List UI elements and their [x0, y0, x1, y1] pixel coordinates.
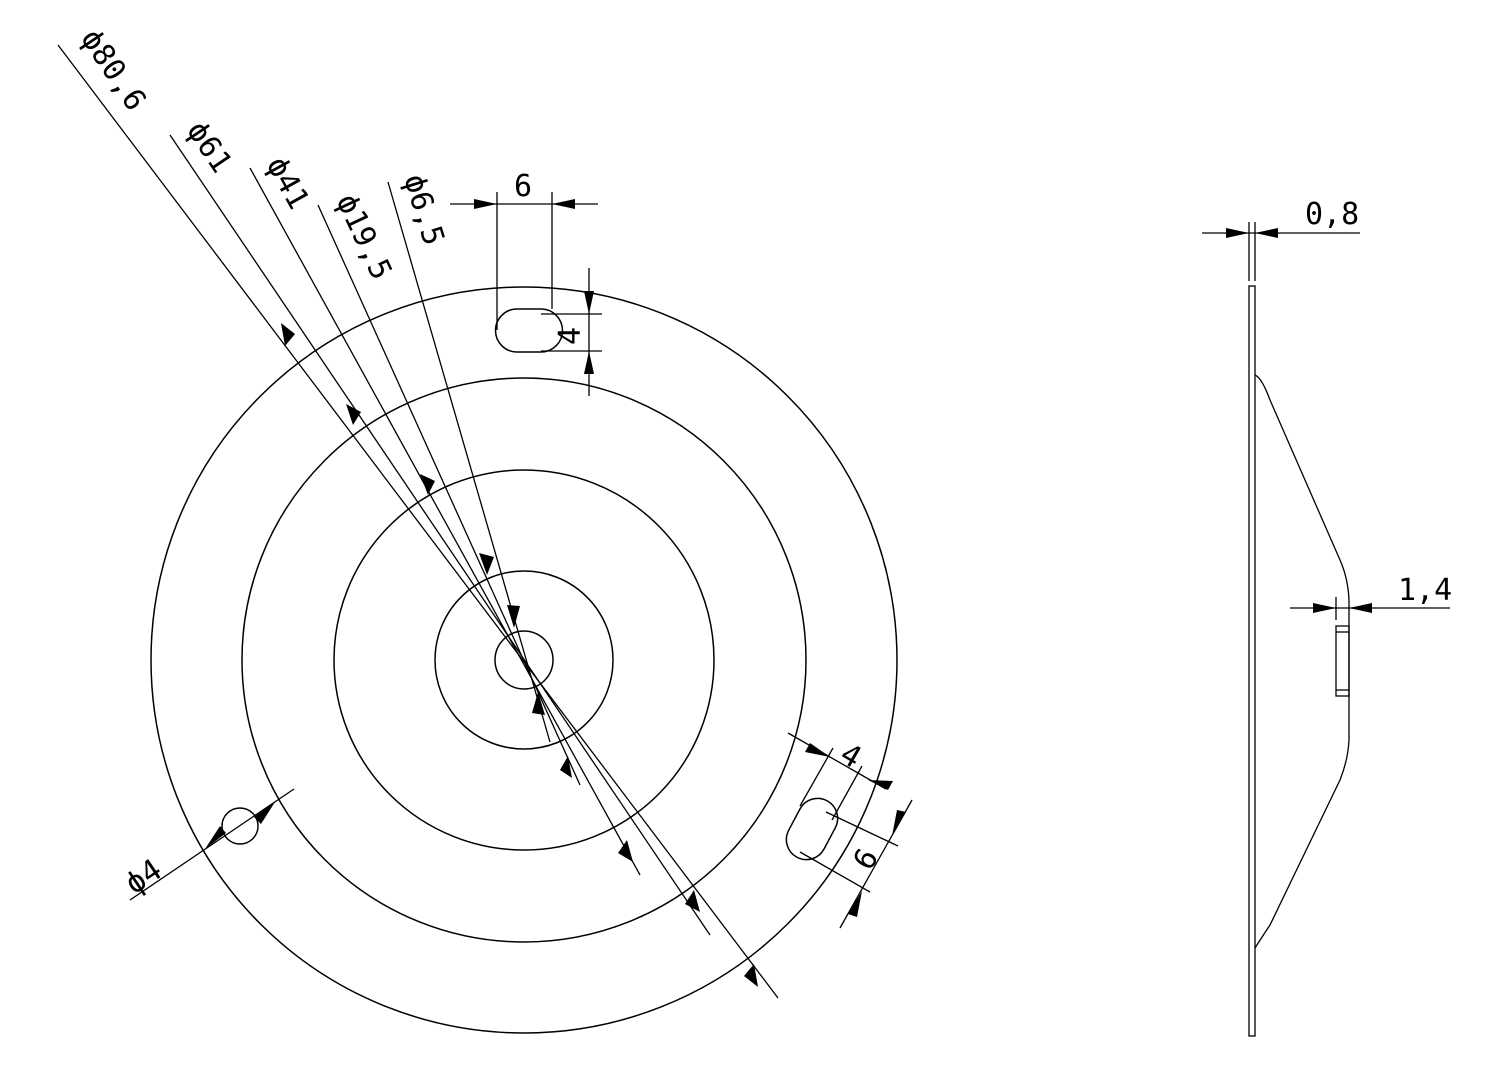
diameter-leaders — [57, 44, 779, 999]
dim-d19-5: ϕ19,5 — [329, 189, 399, 286]
bump — [1335, 625, 1350, 697]
dim-d80-6: ϕ80,6 — [73, 23, 153, 117]
cone-profile — [1254, 374, 1350, 949]
dim-slot-right-length: 6 — [847, 843, 886, 876]
dim-d61: ϕ61 — [179, 115, 238, 179]
top-slot — [494, 308, 564, 353]
right-slot — [785, 797, 839, 861]
ring-41 — [333, 469, 715, 851]
dim-slot-top-width: 6 — [514, 169, 532, 204]
dim-d41: ϕ41 — [259, 151, 316, 215]
outer-circle-80-6 — [150, 286, 898, 1034]
ring-19-5 — [434, 570, 614, 750]
side-view: 0,8 1,4 — [1202, 197, 1452, 1037]
ring-61 — [241, 377, 807, 943]
dim-thickness: 0,8 — [1305, 197, 1359, 232]
dim-slot-top-height: 4 — [553, 327, 588, 345]
dim-slot-right-width: 4 — [834, 737, 867, 776]
dim-hole-left: ϕ4 — [119, 852, 169, 901]
front-view: 6 4 4 6 ϕ4 — [57, 23, 913, 1034]
dim-bump: 1,4 — [1398, 573, 1452, 608]
center-hole-6-5 — [494, 630, 554, 690]
plate-section — [1248, 285, 1256, 1037]
left-hole-4 — [221, 807, 259, 845]
